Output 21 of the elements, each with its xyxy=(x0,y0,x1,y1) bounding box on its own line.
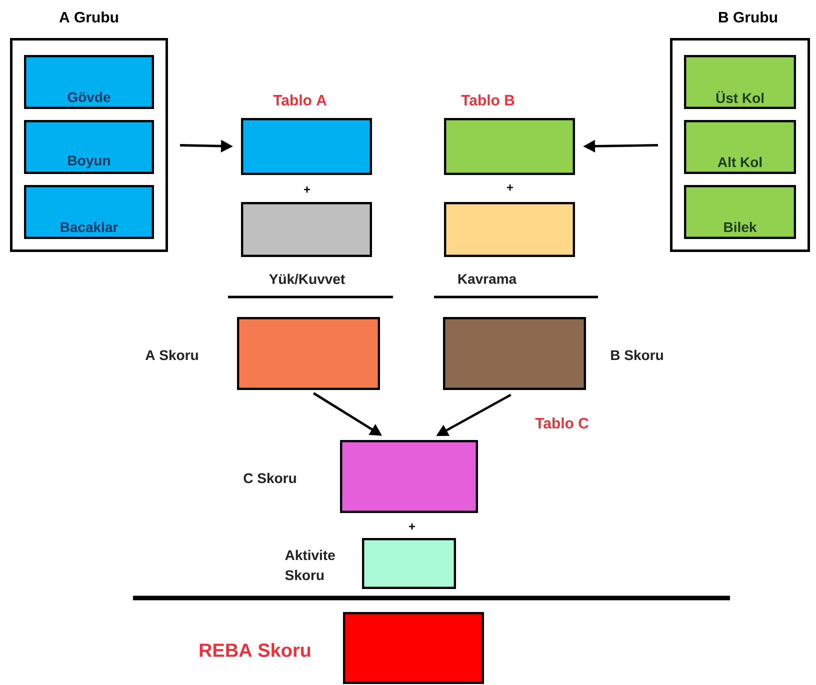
table-heading: Tablo B xyxy=(461,94,514,106)
body-part-label: Gövde xyxy=(68,92,110,102)
plus-sign: + xyxy=(507,184,514,191)
score-label: Yük/Kuvvet xyxy=(269,274,345,284)
plus-sign: + xyxy=(409,523,416,530)
table-heading: Tablo A xyxy=(273,94,327,106)
body-part-label: Bilek xyxy=(724,222,757,232)
body-part-label: Bacaklar xyxy=(60,222,118,232)
score-label: Kavrama xyxy=(458,274,517,284)
body-part-label: Boyun xyxy=(68,156,110,168)
score-label: B Skoru xyxy=(611,350,663,360)
score-label: REBA Skoru xyxy=(200,643,310,657)
body-part-label: Üst Kol xyxy=(716,90,764,104)
edge-label: Tablo C xyxy=(534,416,590,430)
group-heading: A Grubu xyxy=(59,12,118,22)
score-label: C Skoru xyxy=(244,472,296,484)
score-label: A Skoru xyxy=(146,350,198,360)
group-heading: B Grubu xyxy=(719,12,777,22)
body-part-label: Alt Kol xyxy=(718,156,762,168)
plus-sign: + xyxy=(304,186,310,193)
score-label: Aktivite Skoru xyxy=(285,550,335,580)
